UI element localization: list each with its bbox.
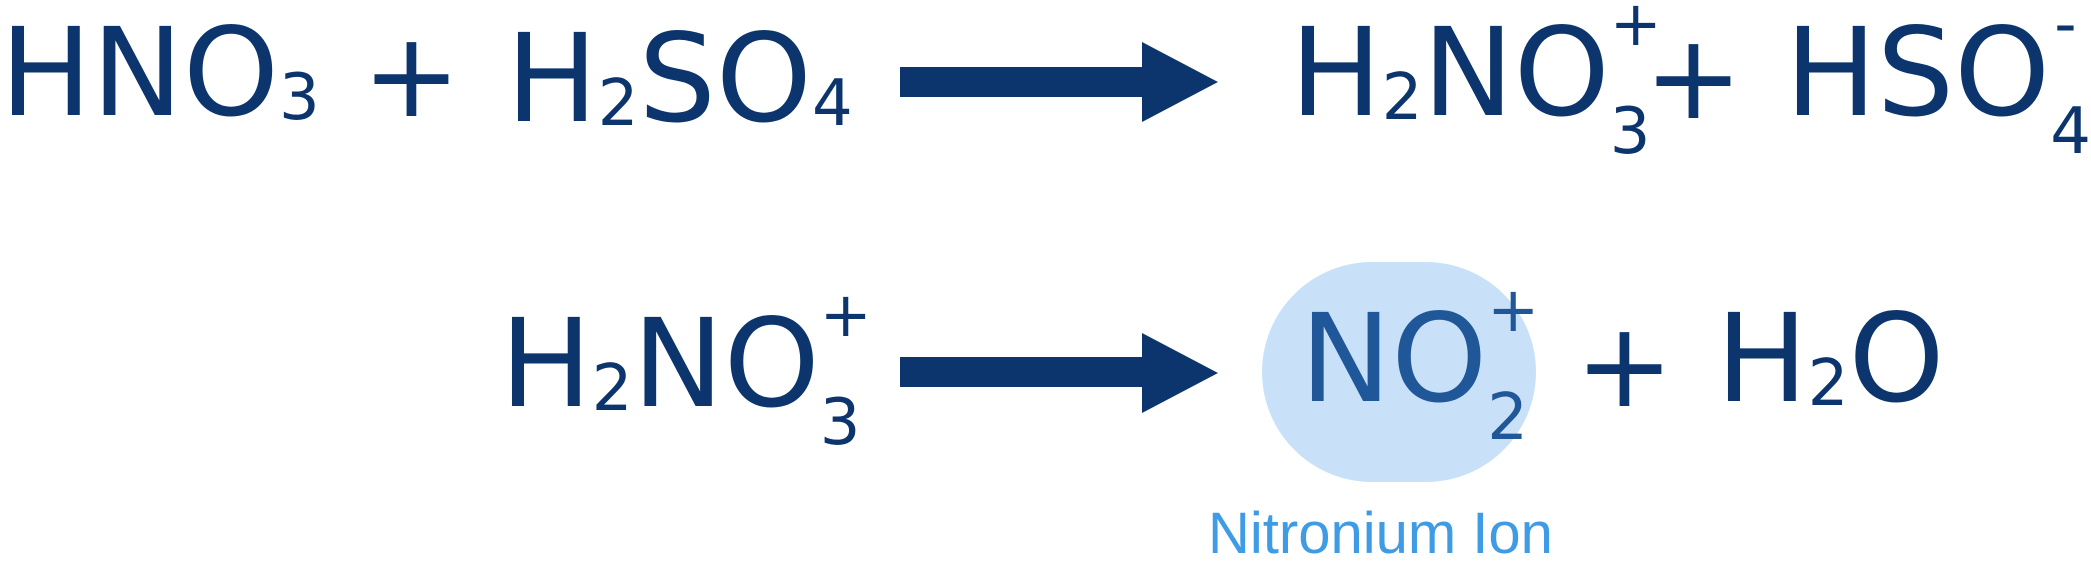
- r2-product-h2o: H2O: [1716, 288, 1945, 430]
- nitronium-highlight: [1262, 262, 1536, 482]
- r2-arrow: [900, 333, 1218, 413]
- r2-product-no2: NO+2: [1300, 273, 1540, 455]
- nitronium-ion-label: Nitronium Ion: [1208, 501, 1553, 566]
- r1-arrow: [900, 42, 1218, 122]
- r1-reactant-h2so4: H2SO4: [506, 8, 853, 150]
- r2-reactant-h2no3: H2NO+3: [500, 278, 872, 460]
- r1-plus-1: +: [362, 6, 461, 144]
- r1-product-h2no3: H2NO+3: [1290, 0, 1662, 169]
- r1-product-hso4: HSO-4: [1785, 0, 2091, 169]
- r2-plus: +: [1575, 296, 1674, 434]
- r1-plus-2: +: [1644, 8, 1743, 146]
- r1-reactant-hno3: HNO3: [0, 2, 320, 144]
